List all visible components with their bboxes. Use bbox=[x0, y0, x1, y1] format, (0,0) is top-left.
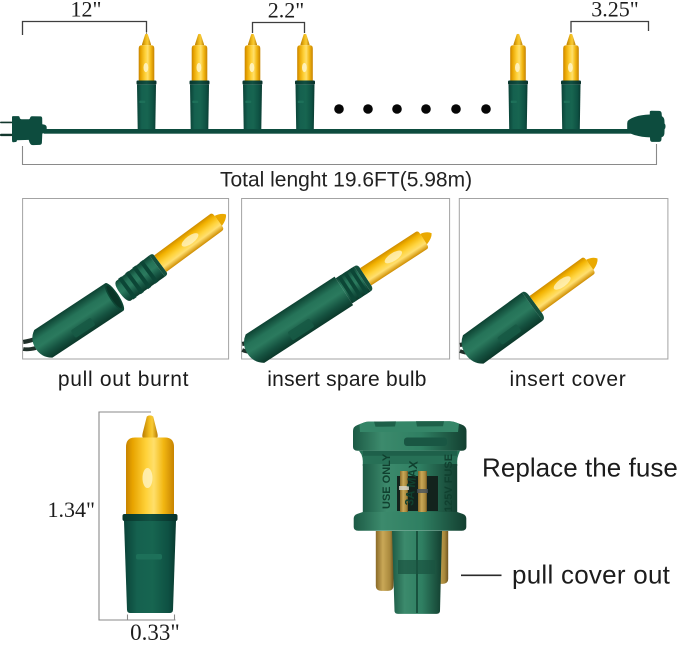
svg-text:pull out burnt: pull out burnt bbox=[58, 368, 189, 391]
svg-text:pull cover out: pull cover out bbox=[512, 560, 671, 590]
svg-text:0.33": 0.33" bbox=[130, 620, 180, 645]
svg-text:125V FUSE: 125V FUSE bbox=[443, 454, 455, 512]
svg-text:Replace the fuse: Replace the fuse bbox=[482, 453, 678, 483]
svg-text:12": 12" bbox=[71, 0, 102, 22]
svg-text:insert cover: insert cover bbox=[510, 368, 627, 391]
svg-text:2.2": 2.2" bbox=[268, 0, 304, 23]
svg-text:USE ONLY: USE ONLY bbox=[381, 453, 393, 509]
svg-text:3.25": 3.25" bbox=[591, 0, 638, 22]
svg-text:3A MAX: 3A MAX bbox=[402, 460, 421, 506]
svg-text:1.34": 1.34" bbox=[48, 497, 95, 522]
svg-text:insert spare bulb: insert spare bulb bbox=[267, 368, 427, 391]
svg-text:Total lenght 19.6FT(5.98m): Total lenght 19.6FT(5.98m) bbox=[220, 169, 472, 192]
